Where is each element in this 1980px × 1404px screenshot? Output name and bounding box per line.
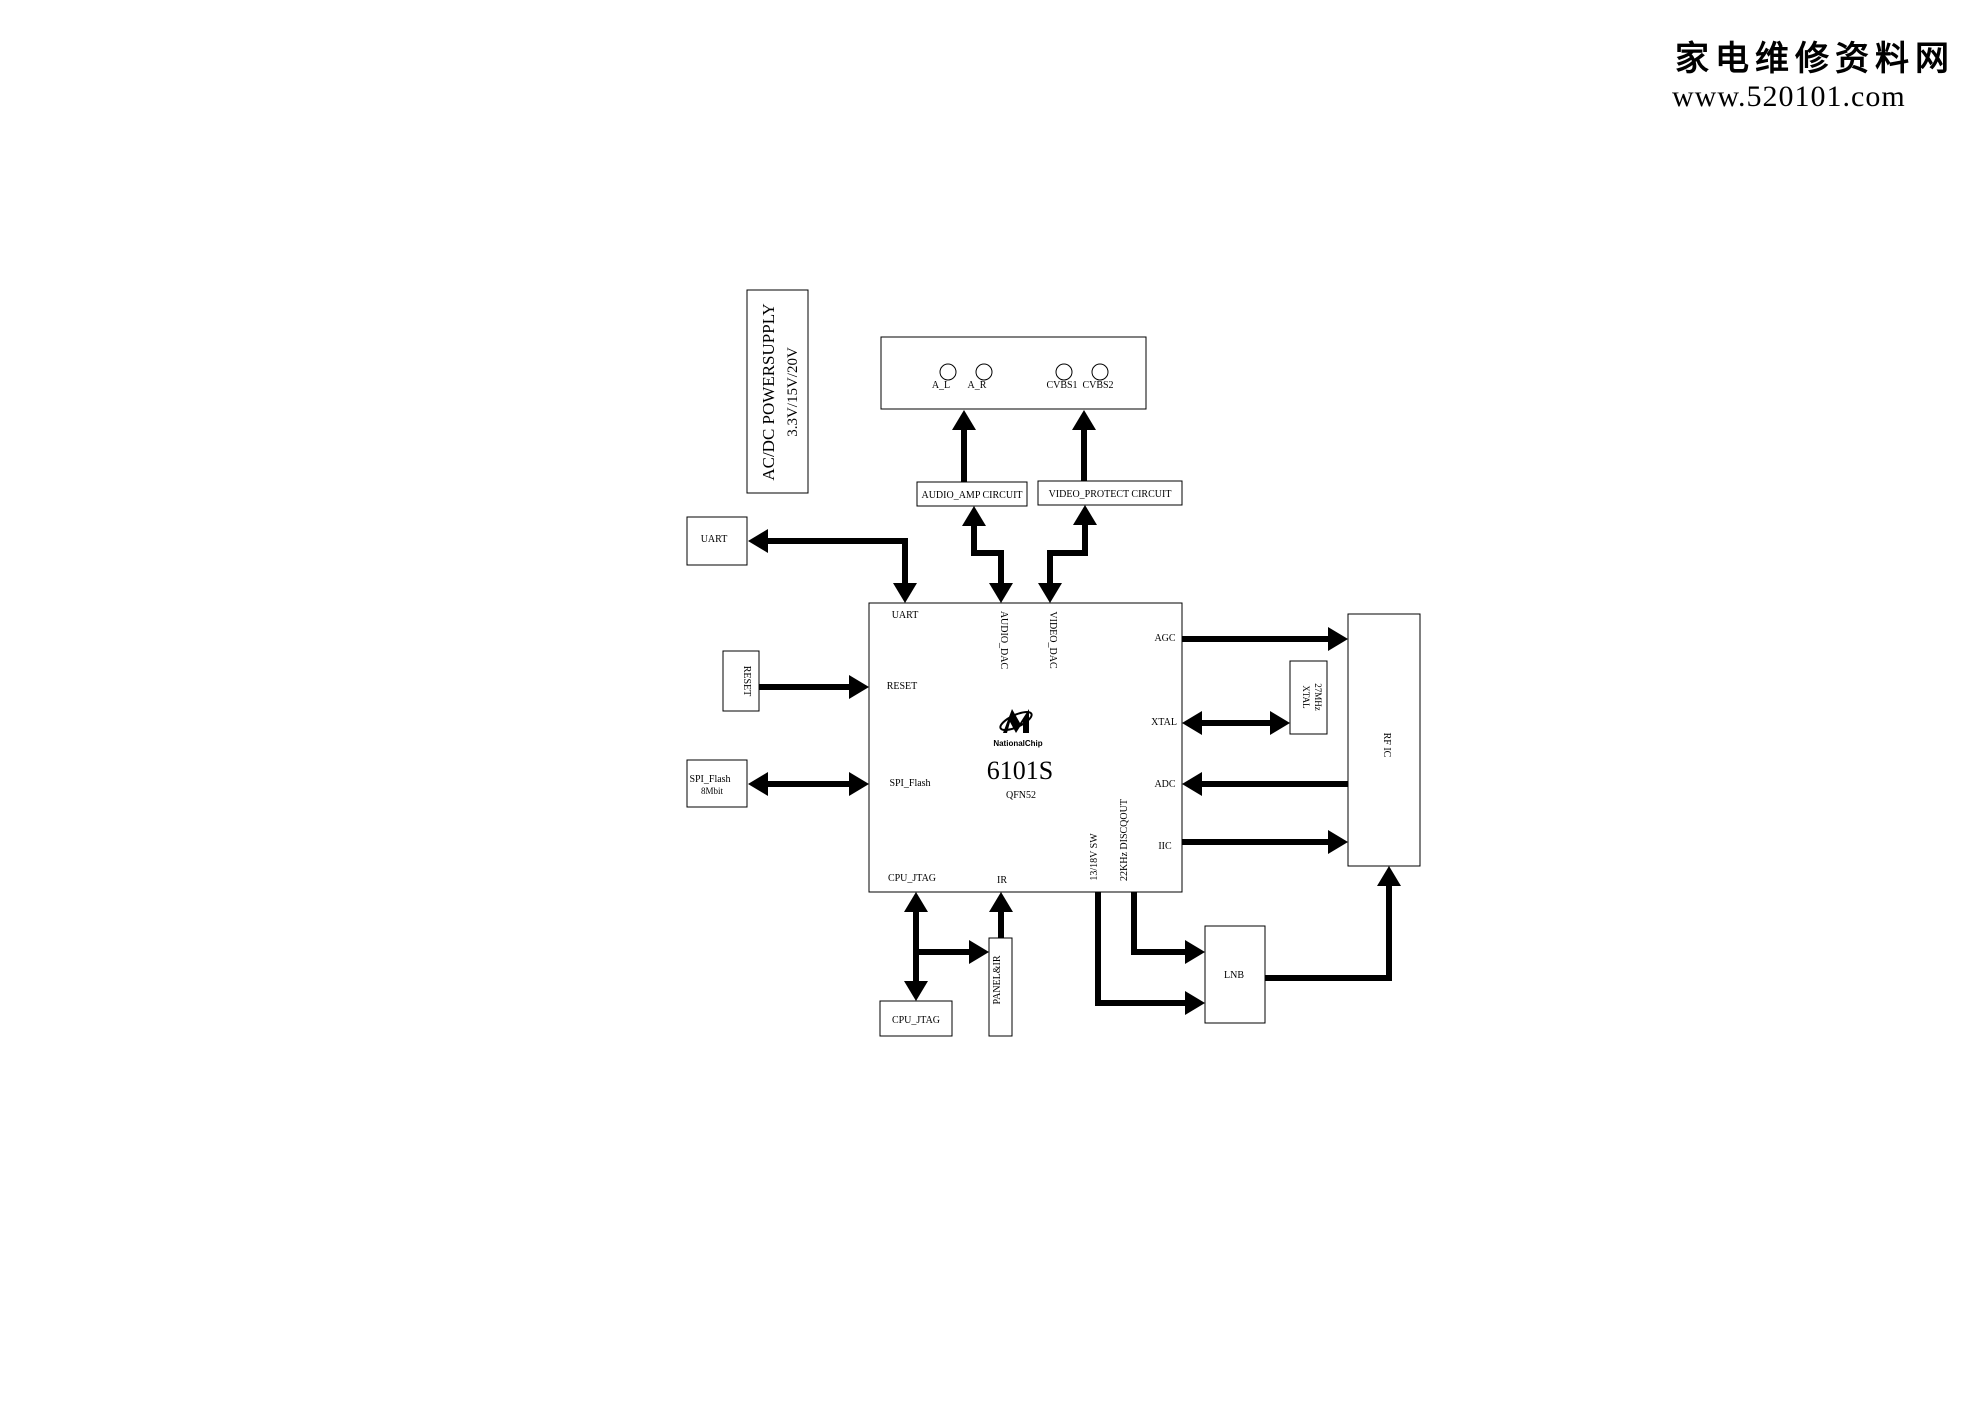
audio-amp-circuit-label: AUDIO_AMP CIRCUIT — [921, 490, 1022, 501]
reset-arrow-right — [849, 675, 869, 699]
video-protect-circuit-label: VIDEO_PROTECT CIRCUIT — [1049, 489, 1172, 500]
iic-arrow-right — [1328, 830, 1348, 854]
ir-arrow-up — [989, 892, 1013, 912]
adc-arrow-left — [1182, 772, 1202, 796]
signal-wires — [759, 430, 1392, 1006]
uart-block-label: UART — [701, 534, 728, 545]
xtal-block-label: XTAL — [1301, 685, 1311, 708]
pin-13-18v-sw: 13/18V SW — [1089, 833, 1100, 881]
reset-block-label: RESET — [741, 666, 752, 697]
lnb-voltage-wire — [1095, 892, 1185, 1006]
lnb-voltage-arrow-right — [1185, 991, 1205, 1015]
agc-arrow-right — [1328, 627, 1348, 651]
audio-amp-arrow-up — [962, 506, 986, 526]
panel-arrow-right — [969, 940, 989, 964]
uart-arrow-left — [748, 529, 768, 553]
pin-reset: RESET — [887, 681, 918, 692]
soc-chip-block — [868, 602, 1183, 893]
pin-iic: IIC — [1158, 841, 1172, 852]
panel-ir-label: PANEL&IR — [992, 955, 1003, 1004]
pin-spi-flash: SPI_Flash — [889, 778, 930, 789]
uart-wire — [766, 538, 908, 584]
jack-label-a-l: A_L — [932, 380, 950, 391]
power-supply-label: AC/DC POWERSUPPLY — [759, 303, 778, 480]
nationalchip-logo — [999, 709, 1033, 733]
jack-a-r — [975, 363, 993, 381]
video-dac-arrow-down — [1038, 583, 1062, 603]
uart-block — [686, 516, 748, 566]
rf-arrow-up — [1377, 866, 1401, 886]
pin-cpu-jtag: CPU_JTAG — [888, 873, 936, 884]
audio-amp-circuit-block — [916, 481, 1028, 507]
video-protect-circuit-block — [1037, 480, 1183, 506]
pin-video-dac: VIDEO_DAC — [1047, 611, 1058, 669]
lnb-block — [1204, 925, 1266, 1024]
xtal-block — [1289, 660, 1328, 735]
jack-label-cvbs1: CVBS1 — [1046, 380, 1077, 391]
xtal-arrow-right — [1270, 711, 1290, 735]
jack-label-cvbs2: CVBS2 — [1082, 380, 1113, 391]
power-supply-block — [746, 289, 809, 494]
audio-out-arrow-up — [952, 410, 976, 430]
reset-block — [722, 650, 760, 712]
lnb-tone-arrow-right — [1185, 940, 1205, 964]
arrow-heads — [748, 410, 1401, 1015]
spi-flash-size: 8Mbit — [701, 786, 724, 796]
watermark-url: www.520101.com — [1672, 80, 1906, 113]
xtal-arrow-left — [1182, 711, 1202, 735]
spi-flash-block — [686, 759, 748, 808]
jtag-arrow-down — [904, 981, 928, 1001]
pin-22khz-discqout: 22KHz DISCQOUT — [1119, 799, 1130, 881]
jack-a-l — [939, 363, 957, 381]
audio-dac-arrow-down — [989, 583, 1013, 603]
video-out-arrow-up — [1072, 410, 1096, 430]
pin-xtal: XTAL — [1151, 717, 1177, 728]
pin-adc: ADC — [1154, 779, 1175, 790]
spi-flash-block-label: SPI_Flash — [689, 774, 730, 785]
uart-arrow-down — [893, 583, 917, 603]
soc-model: 6101S — [987, 756, 1053, 785]
rf-ic-label: RF IC — [1381, 733, 1392, 758]
pin-audio-dac: AUDIO_DAC — [998, 611, 1009, 670]
jtag-arrow-up — [904, 892, 928, 912]
cpu-jtag-block-label: CPU_JTAG — [892, 1015, 940, 1026]
spi-arrow-right — [849, 772, 869, 796]
pin-ir: IR — [997, 875, 1007, 886]
spi-arrow-left — [748, 772, 768, 796]
pin-agc: AGC — [1154, 633, 1175, 644]
cpu-jtag-block — [879, 1000, 953, 1037]
video-dac-wire — [1047, 525, 1088, 584]
watermark-site-name: 家电维修资料网 — [1675, 40, 1955, 78]
jack-cvbs1 — [1055, 363, 1073, 381]
rf-ic-block — [1347, 613, 1421, 867]
soc-brand: NationalChip — [993, 739, 1042, 748]
xtal-frequency: 27MHz — [1313, 683, 1323, 711]
lnb-tone-wire — [1131, 892, 1185, 955]
jack-label-a-r: A_R — [968, 380, 987, 391]
pin-uart: UART — [892, 610, 919, 621]
lnb-rf-wire — [1265, 886, 1392, 981]
lnb-label: LNB — [1224, 970, 1244, 981]
audio-dac-wire — [971, 525, 1004, 584]
video-protect-arrow-up — [1073, 505, 1097, 525]
power-supply-voltages: 3.3V/15V/20V — [785, 347, 801, 437]
jack-cvbs2 — [1091, 363, 1109, 381]
soc-package: QFN52 — [1006, 790, 1036, 801]
